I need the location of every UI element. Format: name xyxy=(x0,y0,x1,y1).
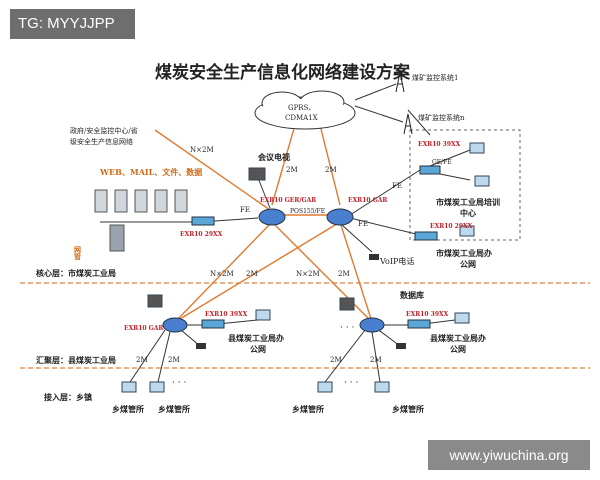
video-label: 会议电视 xyxy=(258,152,290,162)
link-label-nx2m-top: N×2M xyxy=(190,146,214,154)
layer-access-label: 接入层：乡镇 xyxy=(44,392,92,402)
monitor-label-n: 煤矿监控系统n xyxy=(418,113,465,122)
phone-icon xyxy=(196,254,406,349)
lan-links xyxy=(100,109,471,383)
county-office-right: 县煤炭工业局办 xyxy=(430,333,486,343)
nm-label: 网管 xyxy=(74,246,83,261)
ellipsis: · · · xyxy=(344,378,358,388)
voip-label: VoIP电话 xyxy=(379,256,414,266)
office-label: 市煤炭工业局办 xyxy=(436,248,492,258)
watermark: www.yiwuchina.org xyxy=(428,440,590,470)
county-office-left-2: 公网 xyxy=(250,344,266,354)
link-label-2m: 2M xyxy=(136,356,148,364)
link-label-2m: 2M xyxy=(370,356,382,364)
training-label: 市煤炭工业局培训 xyxy=(436,197,500,207)
link-label-fe: FE xyxy=(358,220,368,228)
gov-label-1: 政府/安全监控中心/省 xyxy=(70,126,138,135)
monitor-area-box xyxy=(409,129,521,241)
county-switch-left-label: EXR10 39XX xyxy=(205,311,248,318)
mine-label: 乡煤管所 xyxy=(292,404,324,414)
router-icon xyxy=(162,208,385,333)
database-label: 数据库 xyxy=(400,290,424,300)
gprs-cloud: GPRS、 CDMA1X xyxy=(254,90,356,130)
link-label-2m: 2M xyxy=(330,356,342,364)
ellipsis: · · · xyxy=(340,323,354,333)
links xyxy=(154,124,373,323)
gefe-label: GE/FE xyxy=(432,159,452,166)
layer-convergence-label: 汇聚层：县煤炭工业局 xyxy=(36,355,116,365)
link-label-2m: 2M xyxy=(338,270,350,278)
services-label: WEB、MAIL、文件、数据 xyxy=(99,167,202,177)
layer-core-label: 核心层：市煤炭工业局 xyxy=(36,268,116,278)
server-icon xyxy=(94,189,188,252)
county-switch-right-label: EXR10 39XX xyxy=(406,311,449,318)
wireless-link xyxy=(354,105,404,123)
diagram-title: 煤炭安全生产信息化网络建设方案 xyxy=(155,62,411,83)
switch-icon xyxy=(191,165,441,329)
link-label-2m: 2M xyxy=(286,166,298,174)
gov-label-2: 级安全生产信息网络 xyxy=(70,137,133,146)
mine-label: 乡煤管所 xyxy=(392,404,424,414)
link-label-fe: FE xyxy=(240,206,250,214)
tag-label: TG: MYYJJPP xyxy=(10,9,135,39)
wireless-link xyxy=(354,83,397,101)
mine-label: 乡煤管所 xyxy=(158,404,190,414)
link-label-fe: FE xyxy=(392,182,402,190)
county-office-left: 县煤炭工业局办 xyxy=(228,333,284,343)
computer-icon xyxy=(121,142,490,393)
cloud-label-2: CDMA1X xyxy=(285,114,318,122)
monitor-label-1: 煤矿监控系统1 xyxy=(412,73,458,82)
core-router-right-label: EXR10 GAR xyxy=(348,197,388,204)
office-label-2: 公网 xyxy=(460,259,476,269)
pos-label: POS155/FE xyxy=(290,208,325,215)
cloud-label-1: GPRS、 xyxy=(288,104,315,112)
link-label-nx2m: N×2M xyxy=(210,270,234,278)
link-label-nx2m: N×2M xyxy=(296,270,320,278)
training-label-2: 中心 xyxy=(460,208,476,218)
switch-left-label: EXR10 29XX xyxy=(180,231,223,238)
link-label-2m: 2M xyxy=(246,270,258,278)
ellipsis: · · · xyxy=(172,378,186,388)
mine-label: 乡煤管所 xyxy=(112,404,144,414)
core-router-left-label: EXR10 GER/GAR xyxy=(260,197,317,204)
antenna-icon xyxy=(395,71,413,135)
link-label-2m: 2M xyxy=(325,166,337,174)
link-label-2m: 2M xyxy=(168,356,180,364)
county-router-label: EXR10 GAR xyxy=(124,325,164,332)
switch-top-label: EXR10 39XX xyxy=(418,141,461,148)
switch-bottom-label: EXR10 29XX xyxy=(430,223,473,230)
county-office-right-2: 公网 xyxy=(450,344,466,354)
